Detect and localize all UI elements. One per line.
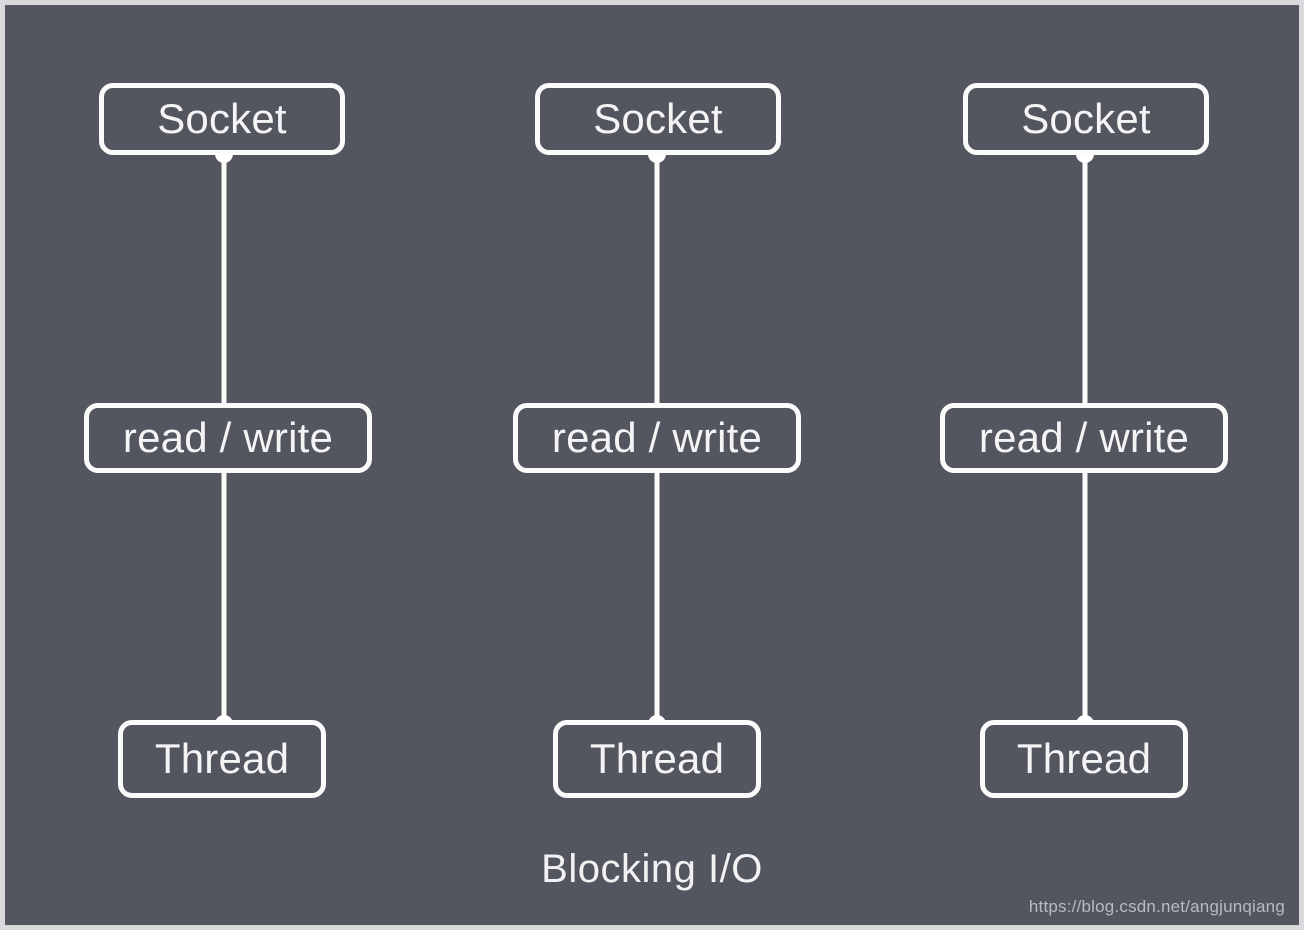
thread-node-2: Thread: [553, 720, 761, 798]
watermark-text: https://blog.csdn.net/angjunqiang: [1028, 897, 1285, 916]
diagram-title: Blocking I/O: [541, 847, 763, 891]
socket-node-2: Socket: [535, 83, 781, 155]
read-write-node-2: read / write: [513, 403, 801, 473]
thread-node-1: Thread: [118, 720, 326, 798]
read-write-node-3: read / write: [940, 403, 1228, 473]
socket-node-1: Socket: [99, 83, 345, 155]
thread-node-3: Thread: [980, 720, 1188, 798]
socket-node-3: Socket: [963, 83, 1209, 155]
read-write-node-1: read / write: [84, 403, 372, 473]
